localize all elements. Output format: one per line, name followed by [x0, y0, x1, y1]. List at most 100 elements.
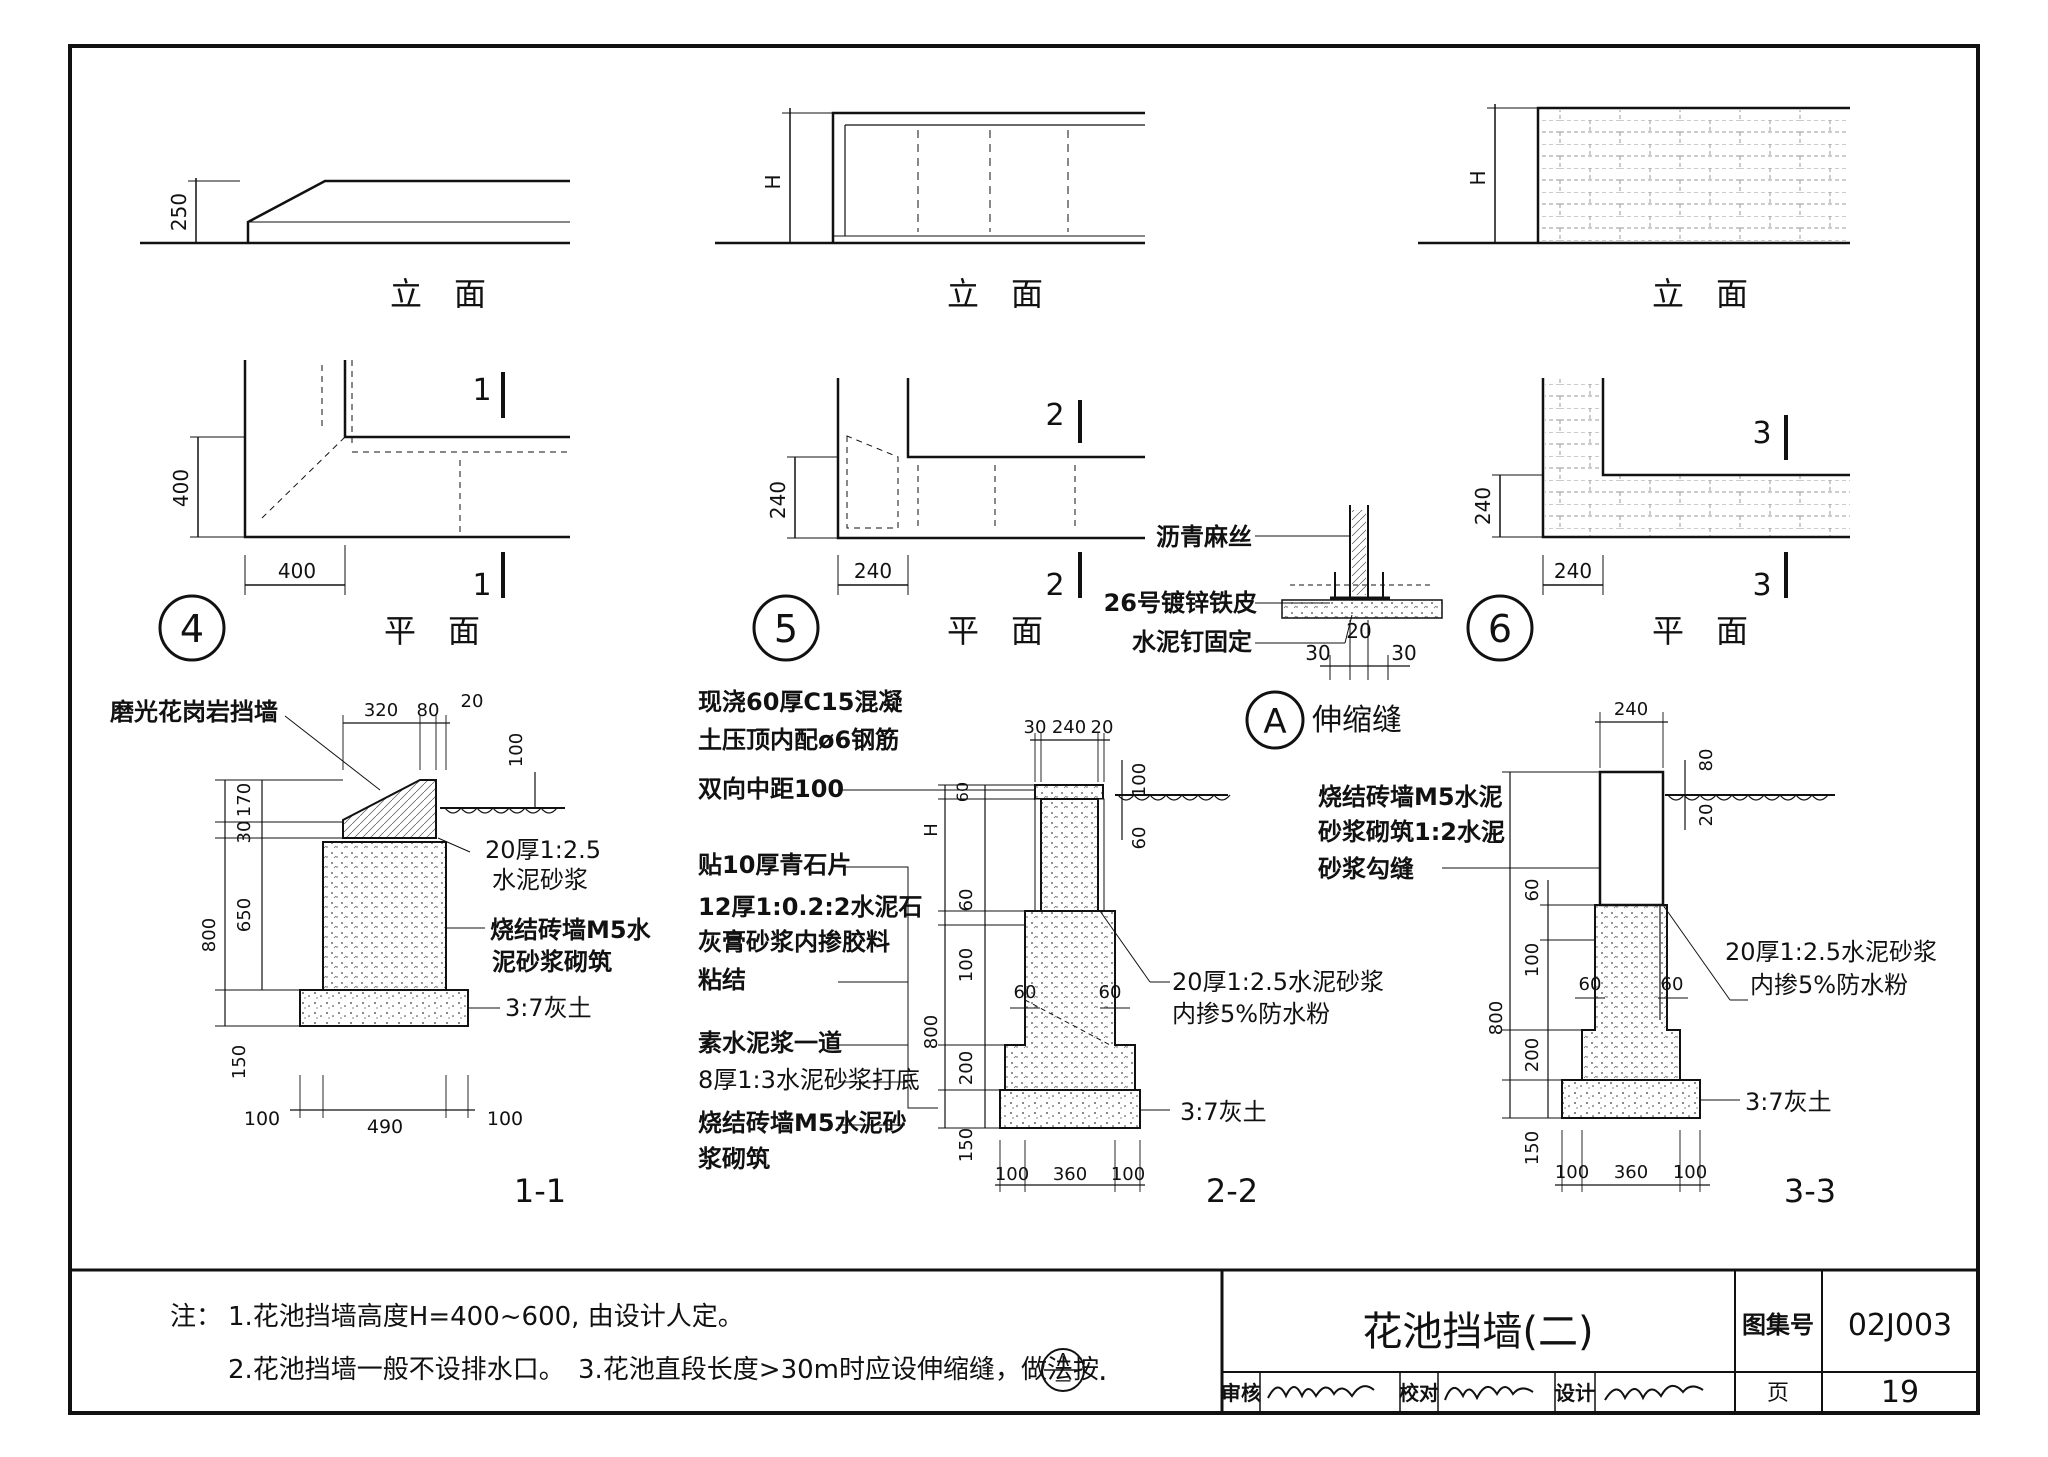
joint-dim-gap: 20 — [1346, 619, 1371, 643]
joint-label-galvanized-sheet: 26号镀锌铁皮 — [1104, 589, 1257, 617]
joint-a-marker — [1245, 690, 1305, 750]
dim-elev4-height: 250 — [167, 193, 191, 231]
sec3-top-240: 240 — [1614, 699, 1648, 720]
plan5-caption: 平 面 — [947, 612, 1043, 650]
joint-label-nail-fix: 水泥钉固定 — [1132, 628, 1252, 656]
sec3-bottom-360: 360 — [1614, 1162, 1648, 1183]
dim-plan6-depth: 240 — [1471, 487, 1495, 525]
sec2-label-bond-1: 12厚1:0.2:2水泥石 — [698, 893, 923, 921]
sec2-dim-H: H — [921, 823, 942, 837]
page-label: 页 — [1767, 1381, 1789, 1406]
sec3-right-80: 80 — [1696, 749, 1717, 772]
design-label: 设计 — [1555, 1381, 1595, 1405]
note-2: 2.花池挡墙一般不设排水口。 — [228, 1355, 565, 1385]
sec2-dim-200: 200 — [956, 1051, 977, 1085]
sec1-dim-30: 30 — [234, 821, 255, 844]
drawing-title: 花池挡墙(二) — [1362, 1309, 1593, 1355]
section-3-3: 240 80 20 H 60 100 800 200 150 60 60 100… — [1318, 699, 1937, 1210]
sec3-title: 3-3 — [1784, 1172, 1836, 1210]
sec1-dim-800: 800 — [199, 918, 220, 952]
note-ref-bottom: 一 — [1055, 1372, 1071, 1391]
sec2-top-240: 240 — [1052, 717, 1086, 738]
note-end: . — [1098, 1353, 1108, 1388]
notes: 注： 1.花池挡墙高度H=400~600, 由设计人定。 2.花池挡墙一般不设排… — [170, 1302, 1108, 1392]
sec1-dim-80: 80 — [417, 700, 440, 721]
sec3-label-brick-1: 烧结砖墙M5水泥 — [1318, 783, 1503, 811]
dim-plan5-width: 240 — [854, 559, 892, 583]
section-1-1: 170 30 650 800 150 320 80 20 100 100 490… — [110, 691, 652, 1210]
sec2-top-30: 30 — [1024, 717, 1047, 738]
joint-a-letter: A — [1263, 702, 1286, 742]
expansion-joint-detail: 沥青麻丝 26号镀锌铁皮 水泥钉固定 30 20 30 A 伸缩缝 — [1104, 505, 1443, 750]
sec2-label-brick-1: 烧结砖墙M5水泥砂 — [698, 1109, 907, 1137]
sec2-right-100: 100 — [1129, 763, 1150, 797]
sec3-dim-H: H — [1486, 831, 1507, 845]
sec2-dim-60-top: 60 — [953, 782, 972, 802]
note-1: 1.花池挡墙高度H=400~600, 由设计人定。 — [228, 1302, 744, 1332]
detail-4-marker — [158, 594, 226, 662]
sec3-label-waterproof-1: 20厚1:2.5水泥砂浆 — [1725, 938, 1937, 966]
detail-5-number: 5 — [774, 607, 798, 651]
sec2-label-waterproof-2: 内掺5%防水粉 — [1172, 1000, 1330, 1028]
sec2-bottom-100-left: 100 — [995, 1164, 1029, 1185]
cut-mark-bottom-1: 1 — [472, 568, 491, 603]
sec2-label-bond-3: 粘结 — [698, 966, 746, 994]
sec2-label-stone: 贴10厚青石片 — [698, 851, 851, 879]
plan-4: 400 400 1 1 4 平 面 — [158, 360, 570, 662]
cut-mark-bottom-2: 2 — [1045, 568, 1064, 603]
sec2-dim-800: 800 — [921, 1015, 942, 1049]
sec2-bottom-100-right: 100 — [1111, 1164, 1145, 1185]
plan-6: 240 240 3 3 6 平 面 — [1466, 378, 1850, 662]
cut-mark-top-1: 1 — [472, 373, 491, 408]
elevation-4: 250 立 面 — [140, 178, 570, 313]
sec2-dim-100: 100 — [956, 948, 977, 982]
sec1-dim-20: 20 — [461, 691, 484, 712]
dim-plan4-depth: 400 — [169, 469, 193, 507]
sec3-bottom-100-right: 100 — [1673, 1162, 1707, 1183]
dim-plan4-width: 400 — [278, 559, 316, 583]
sec1-dim-100-left: 100 — [244, 1108, 280, 1130]
cut-mark-top-2: 2 — [1045, 398, 1064, 433]
plan4-caption: 平 面 — [384, 612, 480, 650]
sec2-label-waterproof-1: 20厚1:2.5水泥砂浆 — [1172, 968, 1384, 996]
sec2-right-60: 60 — [1129, 827, 1150, 850]
sec3-label-brick-3: 砂浆勾缝 — [1318, 855, 1414, 883]
sec3-right-20: 20 — [1696, 804, 1717, 827]
sec2-bottom-360: 360 — [1053, 1164, 1087, 1185]
sec3-label-lime-soil: 3:7灰土 — [1745, 1088, 1832, 1116]
sec1-dim-100-right: 100 — [506, 733, 527, 767]
sec2-dim-150: 150 — [956, 1128, 977, 1162]
joint-title: 伸缩缝 — [1312, 703, 1402, 738]
detail-4-number: 4 — [180, 607, 204, 651]
note-ref-marker — [1041, 1348, 1085, 1392]
elev5-caption: 立 面 — [947, 275, 1043, 313]
sec2-label-lime-soil: 3:7灰土 — [1180, 1098, 1267, 1126]
atlas-number: 02J003 — [1848, 1308, 1952, 1343]
page-number: 19 — [1881, 1375, 1919, 1410]
cut-mark-top-3: 3 — [1752, 416, 1771, 451]
sec2-inner-60-left: 60 — [1014, 982, 1037, 1003]
check-signature — [1444, 1386, 1534, 1401]
sec1-label-mortar-1: 20厚1:2.5 — [485, 836, 601, 864]
sec3-dim-150: 150 — [1522, 1131, 1543, 1165]
sec2-label-slurry: 素水泥浆一道 — [698, 1029, 842, 1057]
sec2-dim-60-mid: 60 — [956, 889, 977, 912]
detail-5-marker — [752, 594, 820, 662]
detail-6-number: 6 — [1488, 607, 1512, 651]
plan6-caption: 平 面 — [1652, 612, 1748, 650]
sec1-title: 1-1 — [514, 1172, 566, 1210]
section-2-2: 60 H 60 100 800 200 150 60 60 30 240 20 … — [698, 688, 1384, 1210]
sec2-label-base: 8厚1:3水泥砂浆打底 — [698, 1066, 920, 1094]
sec1-dim-650: 650 — [234, 898, 255, 932]
joint-dim-right: 30 — [1391, 641, 1416, 665]
elevation-5: H 立 面 — [715, 108, 1145, 313]
sec3-inner-60-right: 60 — [1661, 974, 1684, 995]
joint-dim-left: 30 — [1305, 641, 1330, 665]
notes-prefix: 注： — [170, 1302, 222, 1332]
dim-elev5-height: H — [761, 174, 785, 189]
sec1-label-brick-1: 烧结砖墙M5水 — [490, 916, 652, 944]
sec1-dim-100-right-b: 100 — [487, 1108, 523, 1130]
sec1-label-granite: 磨光花岗岩挡墙 — [110, 698, 278, 726]
sec3-dim-100: 100 — [1522, 943, 1543, 977]
